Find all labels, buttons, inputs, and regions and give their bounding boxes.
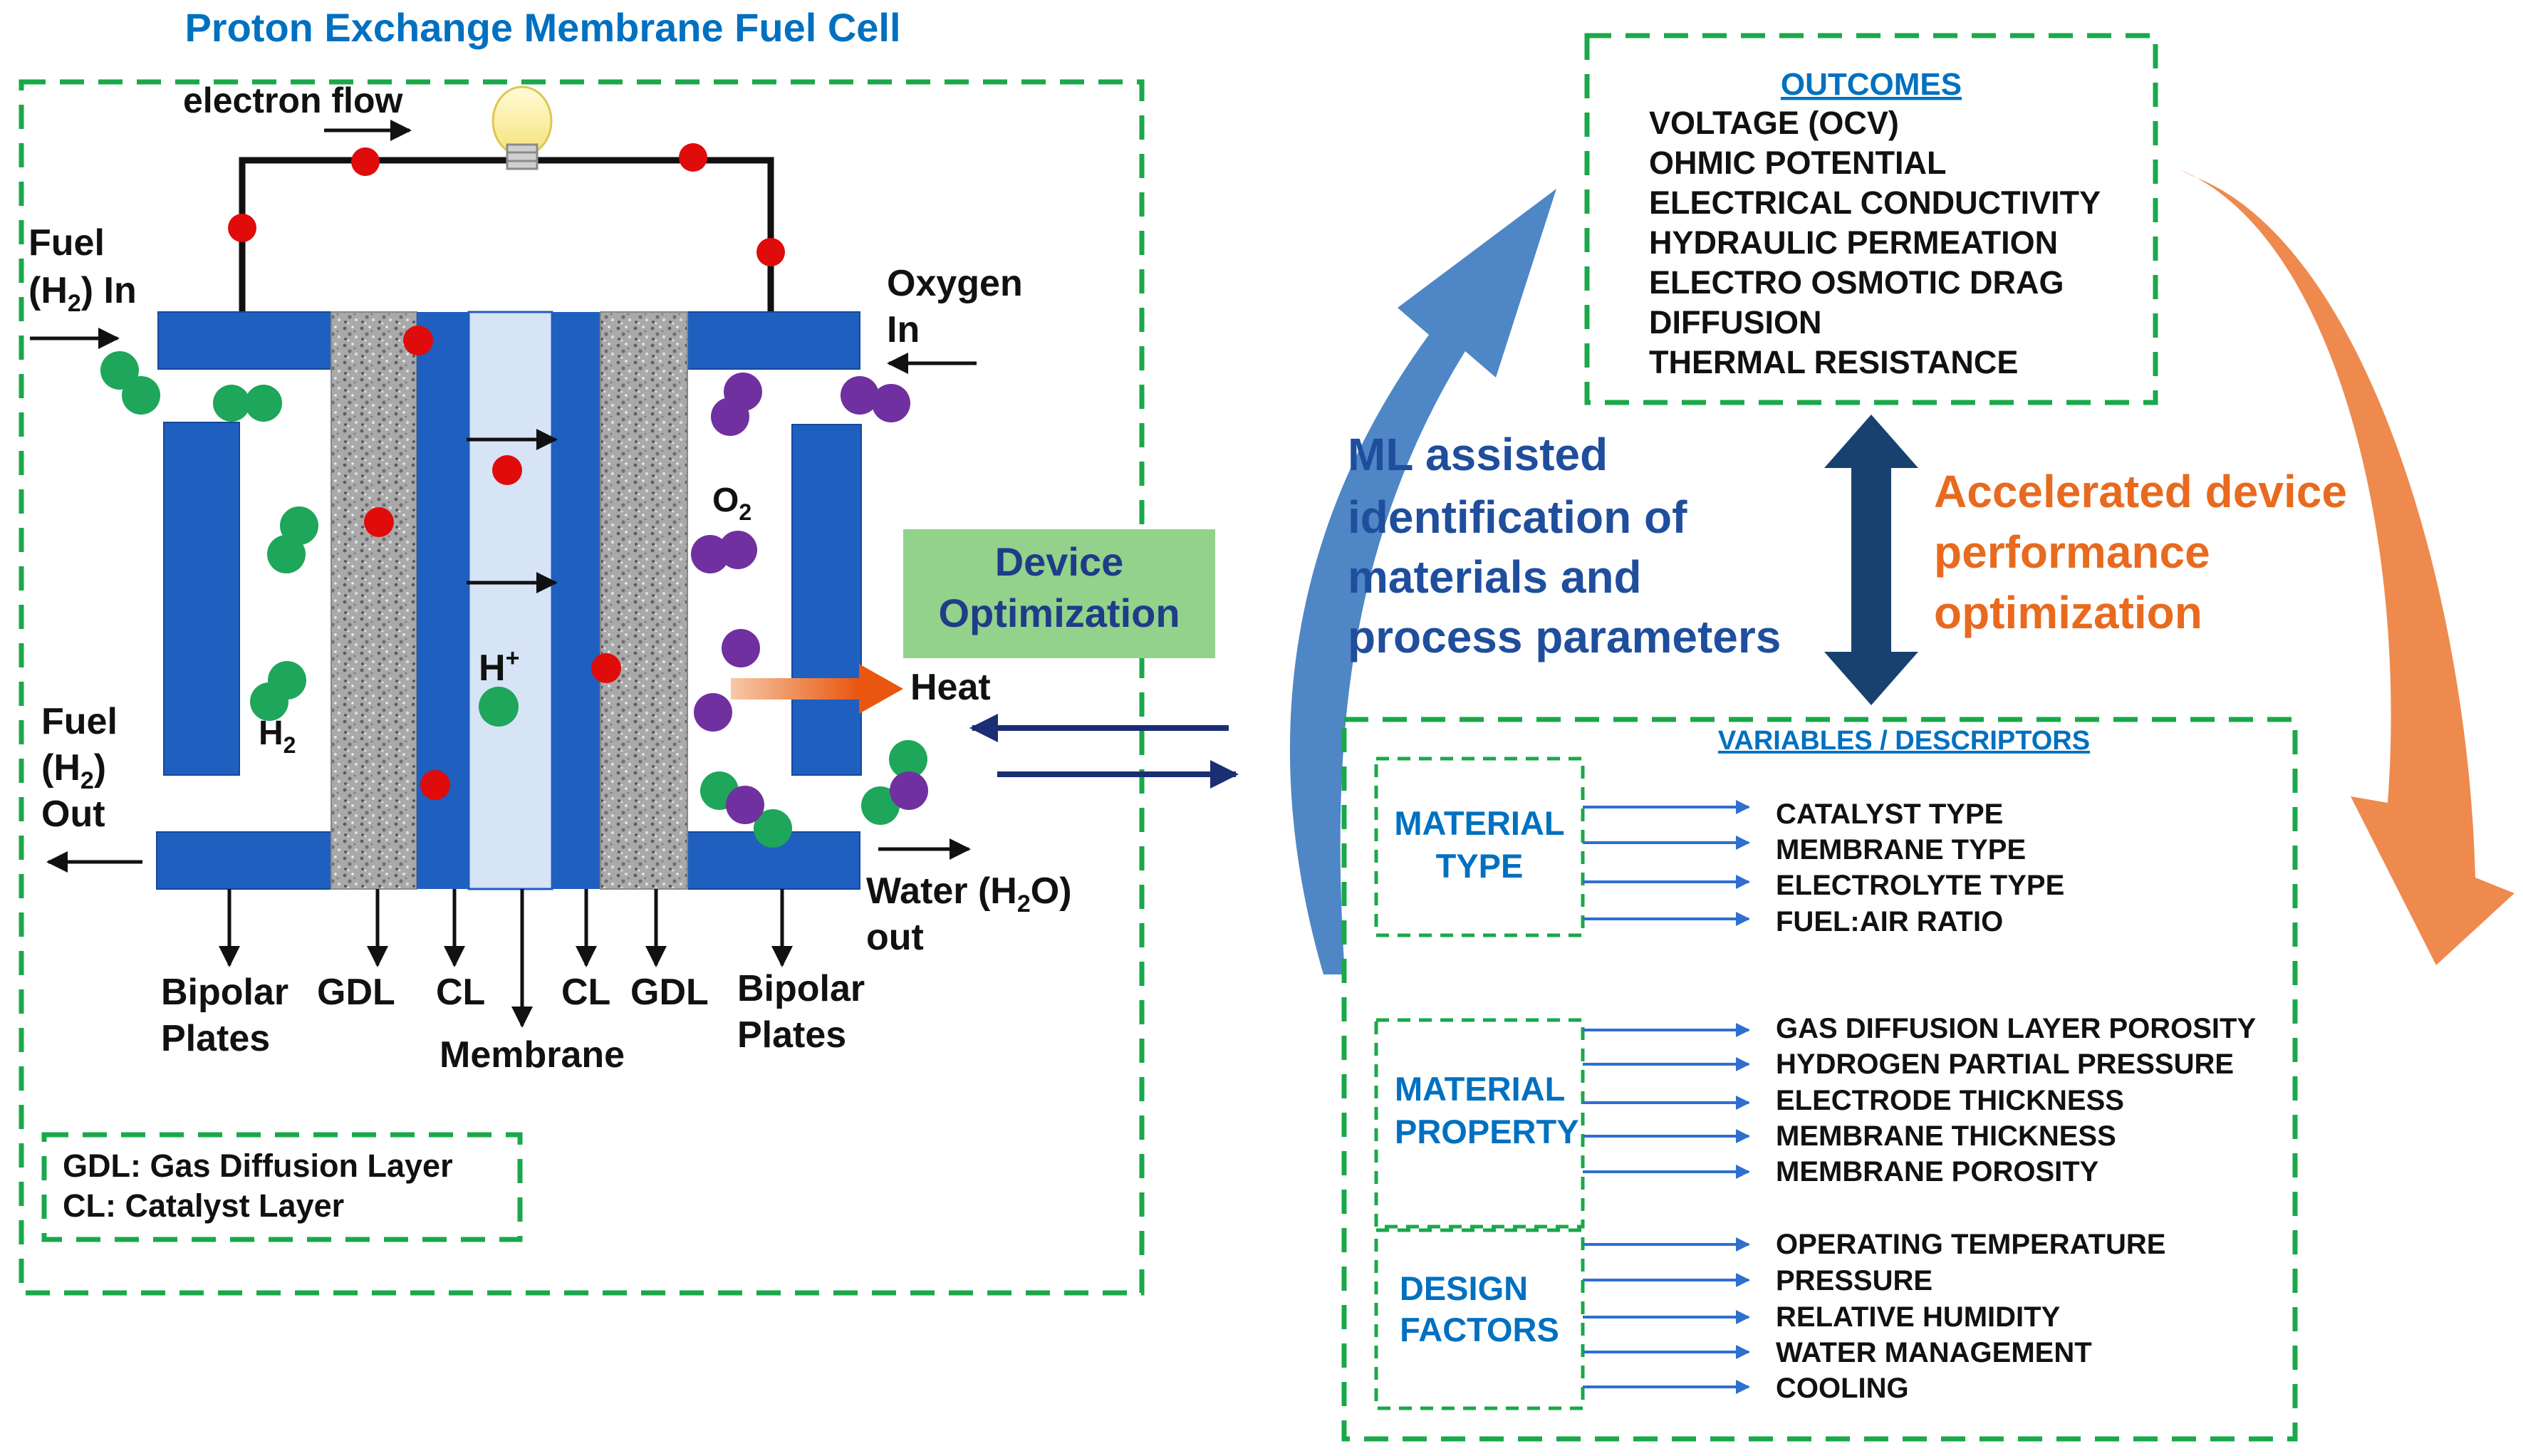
proton-particle xyxy=(479,687,519,727)
bipolar-plates-right-label-line1: Bipolar xyxy=(737,968,865,1009)
ml-text-line1: ML assisted xyxy=(1348,429,1608,480)
legend-cl: CL: Catalyst Layer xyxy=(63,1187,344,1224)
legend-box xyxy=(41,1132,523,1242)
material-type-item: FUEL:AIR RATIO xyxy=(1776,906,2003,937)
gdl-right-label: GDL xyxy=(630,972,709,1013)
water-out-label-line2: out xyxy=(866,917,924,958)
outcome-item: ELECTRO OSMOTIC DRAG xyxy=(1649,264,2064,301)
double-arrow xyxy=(1824,415,1918,705)
material-type-item: MEMBRANE TYPE xyxy=(1776,834,2026,865)
gdl-right-layer xyxy=(600,311,688,890)
outcome-item: DIFFUSION xyxy=(1649,304,1822,340)
variables-box xyxy=(1341,717,2298,1442)
design-factors-item: OPERATING TEMPERATURE xyxy=(1776,1229,2165,1260)
device-optimization-line2: Optimization xyxy=(938,591,1180,635)
fuel-out-label-line2: (H2) xyxy=(41,747,106,794)
fuel-in-label-line2: (H2) In xyxy=(28,270,137,317)
material-property-item: HYDROGEN PARTIAL PRESSURE xyxy=(1776,1049,2234,1080)
membrane-layer xyxy=(467,311,553,890)
cl-left-label: CL xyxy=(436,972,485,1013)
gdl-left-layer xyxy=(331,311,417,890)
outcome-item: THERMAL RESISTANCE xyxy=(1649,344,2018,380)
h-plus-label: H+ xyxy=(479,645,519,689)
bipolar-plates-left-label-line1: Bipolar xyxy=(161,972,288,1013)
material-type-label-line2: TYPE xyxy=(1436,847,1524,885)
design-factors-arrows xyxy=(1583,1237,1750,1394)
cl-left-layer xyxy=(417,312,469,889)
accelerated-text-line2: performance xyxy=(1934,526,2210,578)
ml-text-line2: identification of xyxy=(1348,492,1687,543)
oxygen-in-label-line2: In xyxy=(887,309,920,350)
material-type-label-line1: MATERIAL xyxy=(1394,804,1564,842)
fuel-cell-title: Proton Exchange Membrane Fuel Cell xyxy=(184,5,900,50)
outcomes-box xyxy=(1584,33,2158,405)
design-factors-item: WATER MANAGEMENT xyxy=(1776,1337,2092,1368)
electrons-in-cell xyxy=(364,326,621,800)
heat-label: Heat xyxy=(910,667,991,708)
material-property-label-line1: MATERIAL xyxy=(1395,1070,1565,1108)
fuel-cell-frame xyxy=(19,79,1145,1296)
light-bulb-icon xyxy=(491,85,553,170)
hydrogen-molecules xyxy=(100,351,927,848)
ml-text-line3: materials and xyxy=(1348,551,1642,603)
material-property-item: MEMBRANE POROSITY xyxy=(1776,1156,2099,1187)
bipolar-plates-left-label-line2: Plates xyxy=(161,1018,270,1059)
electrons-on-wire xyxy=(228,143,785,266)
accelerated-text-line3: optimization xyxy=(1934,587,2202,638)
oxygen-molecules xyxy=(691,373,928,824)
fuel-in-label-line1: Fuel xyxy=(28,222,105,264)
fuel-out-label-line3: Out xyxy=(41,794,105,835)
o2-label: O2 xyxy=(712,482,751,525)
water-out-label-line1: Water (H2O) xyxy=(866,870,1072,917)
material-property-box xyxy=(1374,1018,1585,1229)
electron-flow-label: electron flow xyxy=(183,80,402,120)
device-optimization-box xyxy=(903,529,1215,658)
h2-label: H2 xyxy=(259,714,296,758)
design-factors-label-line2: FACTORS xyxy=(1400,1311,1559,1348)
outcome-item: HYDRAULIC PERMEATION xyxy=(1649,224,2058,261)
layer-pointer-arrows xyxy=(219,889,793,1028)
cl-right-layer xyxy=(552,312,600,889)
material-type-arrows xyxy=(1583,800,1750,926)
material-type-item: ELECTROLYTE TYPE xyxy=(1776,870,2064,901)
cl-right-label: CL xyxy=(561,972,610,1013)
material-property-item: ELECTRODE THICKNESS xyxy=(1776,1085,2124,1116)
accelerated-text-line1: Accelerated device xyxy=(1934,466,2347,517)
material-type-item: CATALYST TYPE xyxy=(1776,799,2003,830)
device-optimization-line1: Device xyxy=(995,539,1124,584)
outcome-item: VOLTAGE (OCV) xyxy=(1649,105,1899,141)
bipolar-plates xyxy=(156,311,862,890)
legend-gdl: GDL: Gas Diffusion Layer xyxy=(63,1148,453,1184)
ml-cycle-arrow xyxy=(1289,189,1556,974)
material-property-label-line2: PROPERTY xyxy=(1395,1113,1579,1150)
bipolar-plates-right-label-line2: Plates xyxy=(737,1014,846,1056)
oxygen-in-label-line1: Oxygen xyxy=(887,263,1023,304)
material-property-arrows xyxy=(1583,1023,1750,1179)
membrane-label: Membrane xyxy=(439,1034,625,1076)
ml-text-line4: process parameters xyxy=(1348,611,1781,662)
material-property-item: GAS DIFFUSION LAYER POROSITY xyxy=(1776,1013,2256,1044)
outcome-item: OHMIC POTENTIAL xyxy=(1649,145,1946,181)
variables-title: VARIABLES / DESCRIPTORS xyxy=(1718,726,2090,756)
design-factors-item: COOLING xyxy=(1776,1373,1909,1404)
outcomes-title: OUTCOMES xyxy=(1781,67,1962,102)
design-factors-item: PRESSURE xyxy=(1776,1265,1932,1296)
material-property-item: MEMBRANE THICKNESS xyxy=(1776,1120,2116,1152)
design-factors-label-line1: DESIGN xyxy=(1400,1269,1528,1307)
performance-cycle-arrow xyxy=(2180,170,2514,965)
gdl-left-label: GDL xyxy=(317,972,395,1013)
fuel-out-label-line1: Fuel xyxy=(41,701,118,742)
outcomes-list: VOLTAGE (OCV) OHMIC POTENTIAL ELECTRICAL… xyxy=(1649,105,2101,380)
design-factors-item: RELATIVE HUMIDITY xyxy=(1776,1301,2061,1333)
heat-arrow xyxy=(731,664,903,714)
outcome-item: ELECTRICAL CONDUCTIVITY xyxy=(1649,184,2101,221)
external-circuit-wire xyxy=(239,157,774,312)
